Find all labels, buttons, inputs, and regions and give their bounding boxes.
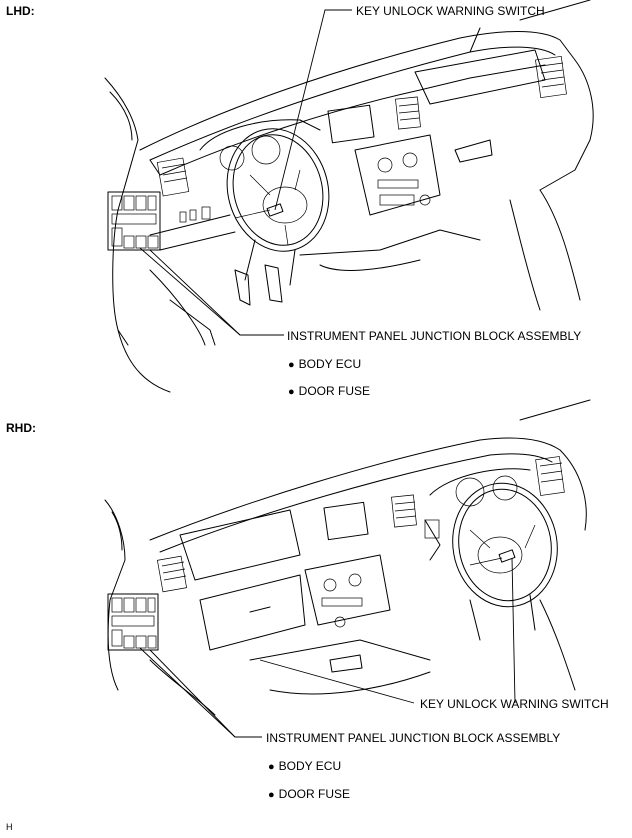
- rhd-junction-block-label: INSTRUMENT PANEL JUNCTION BLOCK ASSEMBLY: [266, 731, 561, 745]
- rhd-junction-block-icon: [107, 593, 159, 651]
- lhd-header: LHD:: [6, 4, 35, 18]
- lhd-bullet-body-ecu: BODY ECU: [288, 357, 361, 372]
- lhd-key-unlock-warning-switch-label: KEY UNLOCK WARNING SWITCH: [356, 4, 545, 18]
- lhd-block-leader: [149, 249, 284, 336]
- lhd-bullet-door-fuse: DOOR FUSE: [288, 384, 370, 399]
- rhd-block-leader: [149, 649, 262, 738]
- lhd-junction-block-icon: [107, 191, 161, 251]
- rhd-switch-leader: [511, 557, 516, 704]
- rhd-header: RHD:: [6, 421, 36, 435]
- rhd-dashboard-drawing: [104, 399, 591, 716]
- figure-code: H: [6, 822, 13, 832]
- lhd-switch-leader: [274, 9, 352, 211]
- rhd-bullet-door-fuse: DOOR FUSE: [268, 787, 350, 802]
- rhd-bullet-body-ecu: BODY ECU: [268, 759, 341, 774]
- rhd-key-unlock-warning-switch-label: KEY UNLOCK WARNING SWITCH: [420, 697, 609, 711]
- lhd-dashboard-drawing: [104, 0, 594, 393]
- lhd-junction-block-label: INSTRUMENT PANEL JUNCTION BLOCK ASSEMBLY: [287, 329, 582, 343]
